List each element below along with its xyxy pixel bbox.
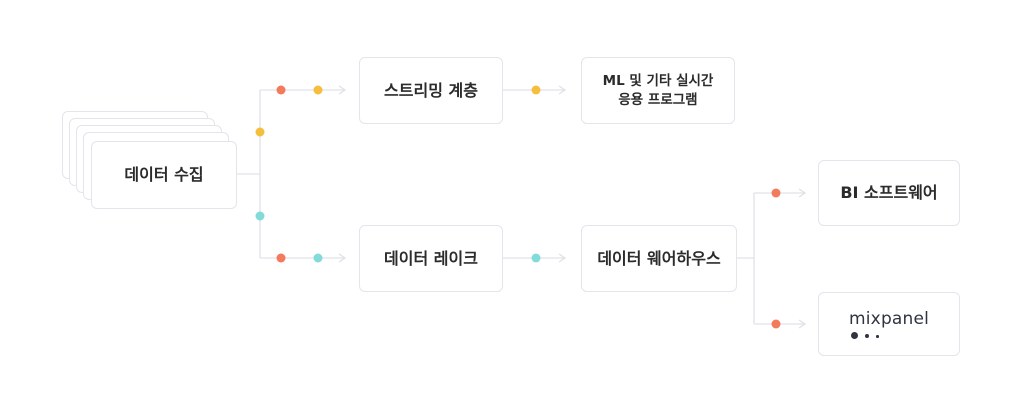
- dot-red-bi: [771, 188, 781, 198]
- node-ml-apps-line-1: ML 및 기타 실시간: [602, 73, 714, 90]
- dot-teal-lake: [531, 253, 541, 263]
- node-data-collection: 데이터 수집: [91, 141, 237, 209]
- node-data-warehouse: 데이터 웨어하우스: [581, 225, 737, 292]
- dot-yellow-streaming: [531, 85, 541, 95]
- node-data-collection-label: 데이터 수집: [124, 165, 204, 185]
- dot-red-top: [276, 85, 286, 95]
- dot-yellow-top: [313, 85, 323, 95]
- mixpanel-logo-dot-small: [876, 335, 879, 338]
- mixpanel-logo: mixpanel: [849, 309, 930, 329]
- node-mixpanel: mixpanel: [818, 292, 960, 356]
- dot-red-mixpanel: [771, 319, 781, 329]
- dot-teal-branch: [255, 211, 265, 221]
- node-data-lake: 데이터 레이크: [359, 225, 503, 292]
- dot-red-bottom: [276, 253, 286, 263]
- dot-yellow-branch: [255, 127, 265, 137]
- arrowheads: [338, 85, 807, 329]
- node-data-warehouse-label: 데이터 웨어하우스: [597, 248, 721, 268]
- mixpanel-logo-dot-large: [851, 332, 858, 339]
- mixpanel-logo-dot-medium: [865, 334, 869, 338]
- node-data-lake-label: 데이터 레이크: [384, 248, 478, 268]
- flow-dots: [255, 85, 781, 329]
- node-bi-software: BI 소프트웨어: [818, 160, 960, 226]
- node-ml-apps: ML 및 기타 실시간 응용 프로그램: [581, 57, 735, 124]
- node-streaming-layer-label: 스트리밍 계층: [384, 80, 478, 100]
- dot-teal-bottom: [313, 253, 323, 263]
- node-ml-apps-line-2: 응용 프로그램: [618, 91, 698, 108]
- node-streaming-layer: 스트리밍 계층: [359, 57, 503, 124]
- node-bi-software-label: BI 소프트웨어: [840, 183, 938, 203]
